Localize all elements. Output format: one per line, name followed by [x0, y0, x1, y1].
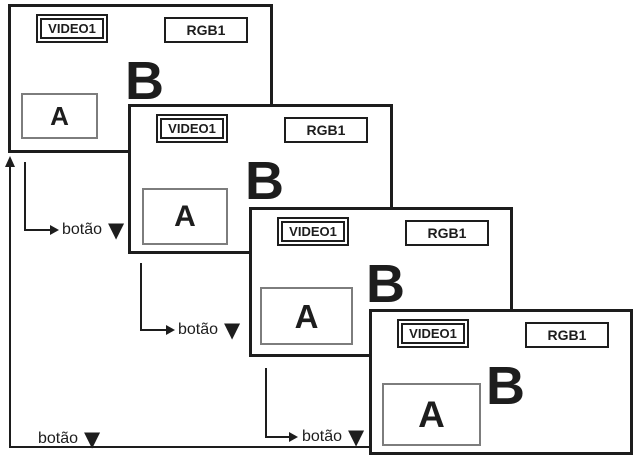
main-picture-letter: B: [245, 151, 284, 211]
rgb1-badge: RGB1: [164, 17, 248, 43]
sub-picture-box: A: [260, 287, 353, 345]
down-triangle-icon: ▼: [348, 424, 365, 449]
video1-badge: VIDEO1: [397, 319, 469, 348]
osd-screen-4: VIDEO1 RGB1 B A: [369, 309, 633, 455]
botao-down-label: botão ▼: [302, 424, 365, 449]
sub-picture-letter: A: [418, 394, 445, 435]
rgb1-badge: RGB1: [284, 117, 368, 143]
botao-label-text: botão: [38, 430, 79, 447]
connector-vline: [24, 162, 26, 231]
sub-picture-box: A: [382, 383, 481, 446]
botao-label-text: botão: [178, 321, 219, 338]
video1-badge: VIDEO1: [156, 114, 228, 143]
arrow-right-icon: [166, 325, 175, 335]
arrow-up-icon: [5, 156, 15, 167]
connector-hline: [140, 329, 166, 331]
main-picture-letter: B: [366, 254, 405, 314]
video1-badge-label: VIDEO1: [40, 18, 104, 39]
botao-down-label: botão ▼: [62, 217, 125, 242]
connector-vline: [9, 167, 11, 448]
down-triangle-icon: ▼: [84, 426, 101, 451]
connector-vline: [140, 263, 142, 331]
sub-picture-box: A: [142, 188, 228, 245]
arrow-right-icon: [50, 225, 59, 235]
botao-label-text: botão: [62, 221, 103, 238]
main-picture-letter: B: [125, 51, 164, 111]
connector-hline: [265, 436, 289, 438]
down-triangle-icon: ▼: [108, 217, 125, 242]
sub-picture-box: A: [21, 93, 98, 139]
osd-screen-1: VIDEO1 RGB1 B A: [8, 4, 273, 153]
botao-label-text: botão: [302, 428, 343, 445]
video1-badge-label: VIDEO1: [160, 118, 224, 139]
sub-picture-letter: A: [50, 101, 69, 131]
connector-hline: [9, 446, 369, 448]
rgb1-badge: RGB1: [405, 220, 489, 246]
sub-picture-letter: A: [294, 297, 319, 335]
video1-badge: VIDEO1: [36, 14, 108, 43]
sub-picture-letter: A: [174, 199, 196, 233]
video1-badge-label: VIDEO1: [281, 221, 345, 242]
botao-down-label: botão ▼: [38, 426, 101, 451]
connector-hline: [24, 229, 50, 231]
arrow-right-icon: [289, 432, 298, 442]
rgb1-badge: RGB1: [525, 322, 609, 348]
video1-badge: VIDEO1: [277, 217, 349, 246]
main-picture-letter: B: [486, 356, 525, 416]
video1-badge-label: VIDEO1: [401, 323, 465, 344]
connector-vline: [265, 368, 267, 438]
botao-down-label: botão ▼: [178, 317, 241, 342]
down-triangle-icon: ▼: [224, 317, 241, 342]
